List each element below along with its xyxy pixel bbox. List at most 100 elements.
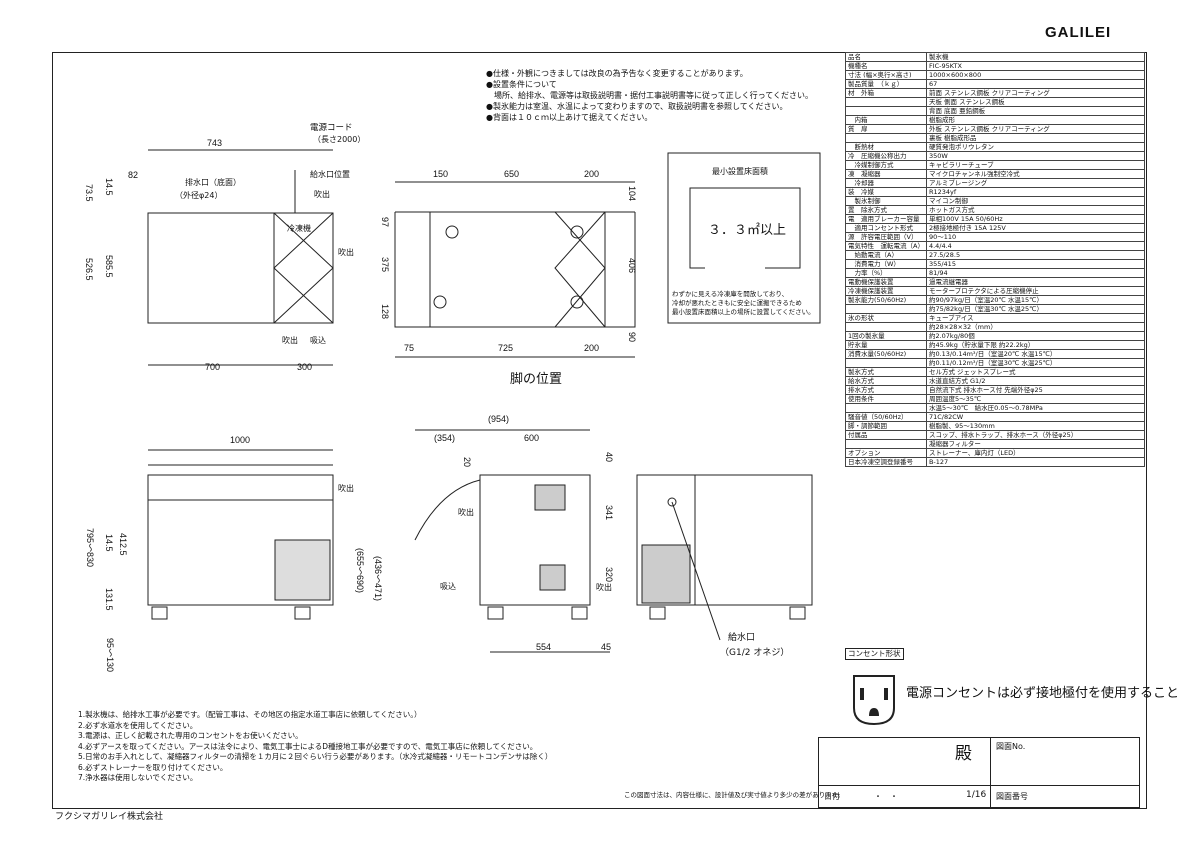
spec-value: 約45.9kg（貯氷量下限 約22.2kg）	[925, 340, 1146, 350]
spec-row: 断熱材硬質発泡ポリウレタン	[845, 142, 1146, 152]
blow-label-rear: 吹出	[596, 583, 612, 592]
scale-label: 1/16	[966, 790, 987, 800]
dim-300: 300	[297, 362, 313, 372]
spec-row: 凝縮器フィルター	[845, 439, 1146, 449]
sheet-border	[52, 52, 1147, 809]
dim-585-5: 585.5	[104, 255, 114, 278]
spec-row: 凍 凝縮器マイクロチャンネル強制空冷式	[845, 169, 1146, 179]
dim-plan-200b: 200	[584, 343, 600, 353]
dim-side-600: 600	[524, 433, 540, 443]
bottom-notes: 1.製氷機は、給排水工事が必要です。（配管工事は、その地区の指定水道工事店に依頼…	[78, 710, 552, 784]
dim-73-5: 73.5	[84, 184, 94, 202]
spec-row: 冷凍機保護装置モータープロテクタによる圧縮機停止	[845, 286, 1146, 296]
dim-front-1000: 1000	[230, 435, 251, 445]
bottom-note: 2.必ず水道水を使用してください。	[78, 720, 198, 730]
spec-row: 裏板 樹脂成形品	[845, 133, 1146, 143]
ground-note: 電源コンセントは必ず接地極付を使用すること	[906, 686, 1180, 701]
spec-value: 天板 側面 ステンレス鋼板	[925, 97, 1146, 107]
drawing-no-label: 図面番号	[996, 792, 1028, 801]
spec-value: モータープロテクタによる圧縮機停止	[925, 286, 1146, 296]
spec-value: 外板 ステンレス鋼板 クリアコーティング	[925, 124, 1146, 134]
spec-value: 355/415	[925, 259, 1146, 269]
spec-key: 使用条件	[845, 394, 927, 404]
spec-row: 電 適用ブレーカー容量単相100V 15A 50/60Hz	[845, 214, 1146, 224]
power-cord-label: 電源コード	[310, 123, 353, 133]
dim-plan-104: 104	[627, 186, 637, 202]
spec-key: 日本冷凍空調登録番号	[845, 457, 927, 467]
spec-key	[845, 322, 927, 332]
spec-key: 貯氷量	[845, 340, 927, 350]
dim-side-20: 20	[462, 457, 472, 468]
spec-value: 硬質発泡ポリウレタン	[925, 142, 1146, 152]
dim-plan-128: 128	[380, 304, 390, 320]
leg-note-line: わずかに見える冷凍庫を開放しており、	[672, 290, 789, 298]
spec-row: 質 扉外板 ステンレス鋼板 クリアコーティング	[845, 124, 1146, 134]
title-block	[818, 737, 1140, 808]
spec-value: 71C/82CW	[925, 412, 1146, 422]
dim-plan-75: 75	[404, 343, 415, 353]
spec-key	[845, 439, 927, 449]
spec-row: 約0.11/0.12m³/日（室温30℃ 水温25℃）	[845, 358, 1146, 368]
spec-key: 適用コンセント形式	[845, 223, 927, 233]
min-area-frame	[667, 152, 821, 324]
spec-value: 約2.07kg/80個	[925, 331, 1146, 341]
spec-value: FIC-95KTX	[925, 61, 1146, 71]
spec-value: 4.4/4.4	[925, 241, 1146, 251]
outlet-icon	[853, 675, 895, 726]
spec-value: 27.5/28.5	[925, 250, 1146, 260]
leg-note-line: 最小設置床面積以上の場所に設置してください。	[672, 308, 815, 316]
intake-label-side: 吸込	[440, 582, 456, 591]
dim-14-5: 14.5	[104, 178, 114, 196]
bottom-note: 3.電源は、正しく記載された専用のコンセントをお使いください。	[78, 731, 303, 740]
spec-value: ストレーナー、庫内灯（LED）	[925, 448, 1146, 458]
min-area-title: 最小設置床面積	[712, 167, 768, 176]
spec-key: 始動電流（A）	[845, 250, 927, 260]
spec-key: 1回の製氷量	[845, 331, 927, 341]
dim-side-320: 320	[604, 567, 614, 583]
spec-key: 冷凍機保護装置	[845, 286, 927, 296]
plan-view-body	[394, 211, 636, 328]
dim-82: 82	[128, 170, 139, 180]
dim-plan-200: 200	[584, 169, 600, 179]
spec-value: 1000×600×800	[925, 70, 1146, 80]
spec-value: 約75/82kg/日（室温30℃ 水温25℃）	[925, 304, 1146, 314]
spec-key: 断熱材	[845, 142, 927, 152]
top-notes: ●仕様・外観につきましては改良の為予告なく変更することがあります。●設置条件につ…	[486, 68, 813, 123]
top-note: ●製氷能力は室温、水温によって変わりますので、取扱説明書を参照してください。	[486, 102, 788, 111]
bottom-note: 4.必ずアースを取ってください。アースは法令により、電気工事士によるD種接地工事…	[78, 741, 538, 751]
spec-value: 約28×28×32（mm）	[925, 322, 1146, 332]
drain-label: 排水口（底面）	[185, 178, 241, 187]
spec-value: 2極接地極付き 15A 125V	[925, 223, 1146, 233]
dim-front-131-5: 131.5	[104, 588, 114, 611]
spec-value: 製氷機	[925, 52, 1146, 62]
spec-row: 源 許容電圧範囲（V）90～110	[845, 232, 1146, 242]
spec-value: 約90/97kg/日（室温20℃ 水温15℃）	[925, 295, 1146, 305]
spec-row: 電気特性 運転電流（A）4.4/4.4	[845, 241, 1146, 251]
spec-key: 品名	[845, 52, 927, 62]
spec-key	[845, 403, 927, 413]
spec-key: 力率（%）	[845, 268, 927, 278]
blow-label-side: 吹出	[458, 508, 474, 517]
spec-row: 寸法 (幅×奥行×高さ)1000×600×800	[845, 70, 1146, 80]
bottom-note: 5.日常のお手入れとして、凝縮器フィルターの清掃を１カ月に２回ぐらい行う必要があ…	[78, 752, 553, 761]
spec-value: 67	[925, 79, 1146, 89]
supply-thread: （G1/2 オネジ）	[720, 648, 790, 658]
spec-key: 騒音値（50/60Hz）	[845, 412, 927, 422]
rear-view-body	[636, 474, 813, 606]
date-label: 日付	[824, 792, 840, 801]
spec-key: 機種名	[845, 61, 927, 71]
spec-value: 背面 底面 亜鉛鋼板	[925, 106, 1146, 116]
spec-key: 製氷制御	[845, 196, 927, 206]
date-value: ・ ・	[874, 792, 898, 801]
spec-row: 背面 底面 亜鉛鋼板	[845, 106, 1146, 116]
top-note: 場所、給排水、電源等は取扱説明書・据付工事説明書等に従って正しく行ってください。	[486, 91, 813, 100]
spec-row: 材 外箱前面 ステンレス鋼板 クリアコーティング	[845, 88, 1146, 98]
spec-key: 冷 圧縮機公称出力	[845, 151, 927, 161]
dim-plan-725: 725	[498, 343, 514, 353]
spec-value: 水道直結方式 G1/2	[925, 376, 1146, 386]
min-area-value: ３．３㎡以上	[708, 223, 787, 238]
